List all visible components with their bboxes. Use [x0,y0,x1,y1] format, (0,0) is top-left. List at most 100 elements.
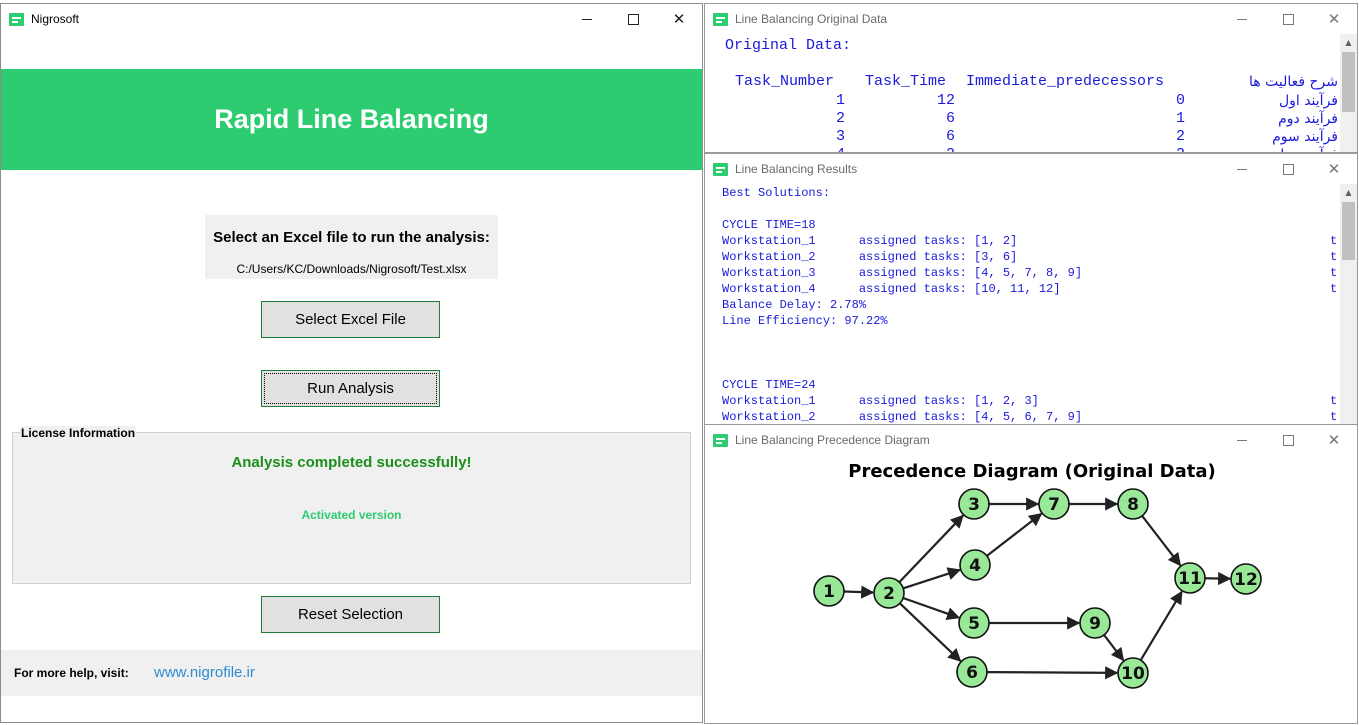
main-titlebar[interactable]: Nigrosoft ✕ [1,4,702,34]
row-predecessors: 1 [1175,110,1185,127]
scroll-up-icon[interactable]: ▲ [1345,187,1352,197]
file-select-panel: Select an Excel file to run the analysis… [205,215,498,279]
original-data-scrollbar[interactable]: ▲ [1340,34,1357,152]
results-scrollbar[interactable]: ▲ [1340,184,1357,424]
license-info-group: Analysis completed successfully! Activat… [12,432,691,584]
row-task-time: 6 [945,110,955,127]
results-line: Workstation_4 assigned tasks: [10, 11, 1… [722,282,1061,296]
results-window: Line Balancing Results ✕ Best Solutions:… [704,153,1358,425]
results-line: CYCLE TIME=24 [722,378,816,392]
scroll-up-icon[interactable]: ▲ [1345,37,1352,47]
minimize-icon[interactable] [1219,154,1265,184]
close-icon[interactable]: ✕ [1327,431,1341,449]
col-header-description: شرح فعالیت ها [1249,74,1338,90]
app-icon [713,12,728,26]
close-icon[interactable]: ✕ [672,10,686,28]
row-task-number: 1 [835,92,845,109]
node-label-11: 11 [1178,569,1202,589]
row-description: فرآیند سوم [1272,129,1338,145]
edge-2-3 [898,514,964,583]
maximize-icon[interactable] [1265,154,1311,184]
minimize-icon[interactable] [1219,425,1265,455]
col-header-task-number: Task_Number [735,73,835,90]
edge-6-10 [986,666,1119,680]
results-line-overflow: t [1330,282,1338,296]
results-line-overflow: t [1330,266,1338,280]
app-icon [713,162,728,176]
node-5 [958,607,990,639]
app-icon [9,12,24,26]
results-line-overflow: t [1330,234,1338,248]
results-line: Workstation_2 assigned tasks: [4, 5, 6, … [722,410,1083,424]
reset-selection-button[interactable]: Reset Selection [261,596,440,633]
node-label-12: 12 [1234,570,1258,590]
node-3 [958,488,990,520]
results-line: CYCLE TIME=18 [722,218,816,232]
results-line: Balance Delay: 2.78% [722,298,867,312]
original-data-window: Line Balancing Original Data ✕ Original … [704,3,1358,153]
edge-2-6 [899,602,962,662]
edge-1-2 [843,585,875,599]
license-info-legend: License Information [20,426,137,440]
original-data-window-title: Line Balancing Original Data [735,12,888,26]
results-line-overflow: t [1330,250,1338,264]
header-banner: Rapid Line Balancing [1,69,702,170]
maximize-icon[interactable] [1265,425,1311,455]
node-label-7: 7 [1048,495,1060,515]
node-label-3: 3 [968,495,980,515]
results-line: Best Solutions: [722,186,831,200]
run-analysis-button[interactable]: Run Analysis [261,370,440,407]
node-label-8: 8 [1127,495,1139,515]
node-11 [1174,562,1206,594]
results-line: Workstation_2 assigned tasks: [3, 6] [722,250,1018,264]
minimize-icon[interactable] [1219,4,1265,34]
results-titlebar[interactable]: Line Balancing Results ✕ [705,154,1357,184]
node-label-6: 6 [966,663,978,683]
row-predecessors: 2 [1085,146,1185,152]
edge-8-11 [1141,515,1182,567]
diagram-window: Line Balancing Precedence Diagram ✕ Prec… [704,424,1358,724]
row-task-time: 6 [945,128,955,145]
node-label-2: 2 [883,584,895,604]
node-10 [1117,657,1149,689]
status-message: Analysis completed successfully! [231,454,472,471]
row-predecessors: 2 [1175,128,1185,145]
app-heading: Rapid Line Balancing [214,104,489,134]
help-label: For more help, visit: [14,666,129,680]
node-label-4: 4 [969,556,981,576]
node-label-5: 5 [968,614,980,634]
main-window: Nigrosoft ✕ Rapid Line Balancing Select … [0,3,703,723]
edge-4-7 [986,512,1043,557]
select-excel-file-button[interactable]: Select Excel File [261,301,440,338]
original-data-console: Original Data: Task_Number Task_Time Imm… [705,34,1339,152]
node-4 [959,549,991,581]
maximize-icon[interactable] [610,4,656,34]
results-line: Workstation_1 assigned tasks: [1, 2] [722,234,1018,248]
node-label-1: 1 [823,582,835,602]
scroll-thumb[interactable] [1342,52,1355,112]
row-task-number: 2 [835,110,845,127]
maximize-icon[interactable] [1265,4,1311,34]
node-label-9: 9 [1089,614,1101,634]
node-1 [813,575,845,607]
original-data-titlebar[interactable]: Line Balancing Original Data ✕ [705,4,1357,34]
activation-status: Activated version [301,508,402,522]
row-description: فرآیند دوم [1278,111,1338,127]
close-icon[interactable]: ✕ [1327,10,1341,28]
edge-2-4 [902,567,962,590]
close-icon[interactable]: ✕ [1327,160,1341,178]
edge-10-11 [1139,590,1183,661]
help-footer: For more help, visit: www.nigrofile.ir [1,650,702,696]
results-line: Line Efficiency: 97.22% [722,314,888,328]
edge-2-5 [902,596,961,620]
diagram-titlebar[interactable]: Line Balancing Precedence Diagram ✕ [705,425,1357,455]
col-header-predecessors: Immediate_predecessors [966,73,1165,90]
results-line-overflow: t [1330,394,1338,408]
help-link[interactable]: www.nigrofile.ir [154,664,255,681]
row-task-number: 3 [835,128,845,145]
row-description: فرآیند چهارم [1205,147,1338,152]
minimize-icon[interactable] [564,4,610,34]
scroll-thumb[interactable] [1342,202,1355,260]
